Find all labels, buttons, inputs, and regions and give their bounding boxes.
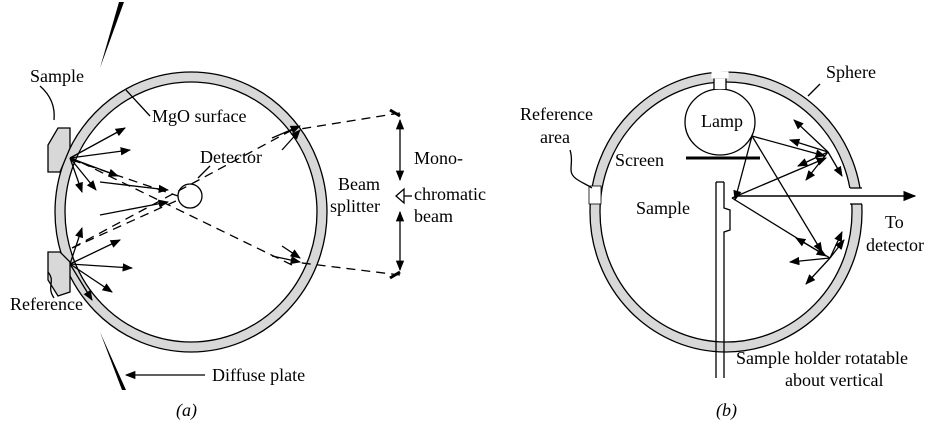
sample-leader	[39, 85, 55, 121]
beam-splitter	[389, 108, 412, 280]
beam-paths	[71, 112, 401, 276]
panel-a: Sample MgO surface Detector Beam splitte…	[10, 2, 486, 421]
lower-scatter-arrows	[788, 231, 845, 285]
label-holder-1: Sample holder rotatable	[736, 348, 908, 368]
wall-arrows-right	[271, 125, 302, 265]
label-mono-3: beam	[414, 206, 453, 226]
label-reference-area-1: Reference	[520, 104, 593, 124]
panel-b: Reference area Lamp Sphere Screen Sample…	[520, 62, 924, 421]
reference-area-leader	[569, 149, 593, 189]
label-detector-b: detector	[866, 235, 924, 255]
label-mgo-surface: MgO surface	[152, 106, 246, 126]
label-mono-1: Mono-	[414, 148, 463, 168]
label-to: To	[885, 212, 904, 232]
label-beam-1: Beam	[338, 174, 380, 194]
sphere-leader	[807, 83, 821, 97]
lamp-stem	[713, 77, 727, 89]
label-holder-2: about vertical	[785, 370, 883, 390]
label-diffuse-plate: Diffuse plate	[212, 365, 305, 385]
diffuse-plate-top	[100, 2, 124, 68]
label-screen: Screen	[615, 150, 664, 170]
detector-arrows	[99, 181, 170, 216]
caption-b: (b)	[716, 400, 737, 421]
label-sample: Sample	[30, 66, 84, 86]
detector-circle	[177, 183, 203, 209]
reference-leader	[47, 271, 55, 299]
label-reference: Reference	[10, 294, 83, 314]
label-beam-2: splitter	[330, 196, 380, 216]
label-reference-area-2: area	[540, 127, 570, 147]
mgo-leader	[125, 89, 151, 117]
sample-holder	[715, 182, 731, 378]
sample-plate	[47, 127, 71, 173]
label-lamp: Lamp	[701, 111, 743, 131]
sphere-wall-a	[54, 71, 328, 353]
label-mono-2: chromatic	[414, 184, 486, 204]
detector-leader	[197, 165, 211, 179]
diffuse-plate-bottom	[100, 332, 126, 390]
caption-a: (a)	[176, 400, 197, 421]
sample-reflection-arrows	[69, 127, 132, 193]
sphere-wall-b	[589, 71, 863, 353]
upper-scatter-arrows	[789, 119, 843, 181]
label-detector: Detector	[200, 147, 262, 167]
label-sample-b: Sample	[636, 198, 690, 218]
reference-area-patch	[588, 185, 602, 205]
reference-reflection-arrows	[69, 227, 134, 301]
label-sphere: Sphere	[826, 62, 876, 82]
